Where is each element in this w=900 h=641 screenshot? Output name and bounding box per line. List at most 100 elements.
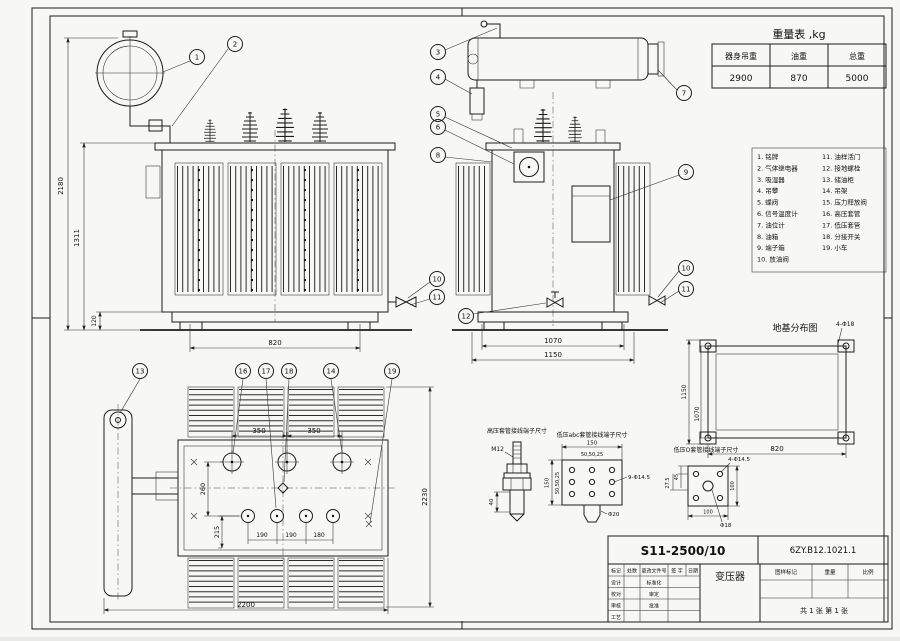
lv-abc-holes (568, 466, 616, 498)
lv-abc-holes-label: 9-Φ14.5 (628, 475, 651, 481)
front-view: 2180 1311 120 820 (57, 30, 417, 352)
front-dimensions: 2180 1311 120 820 (57, 37, 361, 352)
lv-abc-dim-150-top: 150 (587, 441, 598, 447)
dim-plan-g1: 190 (256, 532, 268, 539)
rev-header-1: 处数 (627, 568, 637, 575)
part-16: 16. 高压套管 (822, 209, 861, 218)
dim-front-base: 120 (91, 315, 98, 327)
front-thermo-pocket (145, 165, 161, 199)
part-14: 14. 吊架 (822, 187, 848, 195)
foundation-plan: 地基分布图 4-Φ18 1150 1070 820 (681, 321, 855, 458)
front-base (140, 311, 412, 331)
part-8: 8. 油箱 (757, 232, 779, 241)
balloon-11: 11 (433, 294, 442, 302)
dim-plan-width: 2200 (237, 601, 255, 609)
weight-table-title: 重量表 ,kg (772, 27, 825, 41)
plan-radiators (187, 386, 385, 609)
balloon-12: 12 (462, 313, 471, 321)
side-terminal-box (571, 185, 611, 243)
part-7: 7. 油位计 (757, 220, 785, 229)
balloon-8: 8 (436, 152, 440, 160)
plan-lv-bushings (190, 509, 373, 528)
front-radiators (174, 162, 383, 296)
title-model: S11-2500/10 (641, 544, 726, 558)
role-process: 工艺 (611, 615, 621, 621)
balloon-1: 1 (195, 54, 199, 62)
role-check: 校对 (611, 591, 621, 598)
hv-detail-title: 高压套管接线端子尺寸 (487, 427, 547, 435)
lv-o-dim-100-r: 100 (730, 481, 736, 491)
dim-plan-s2: 350 (307, 427, 320, 435)
balloon-6: 6 (436, 124, 441, 132)
balloon-2: 2 (233, 41, 237, 49)
dim-plan-260: 260 (199, 483, 207, 495)
balloon-17: 17 (262, 368, 271, 376)
part-11: 11. 油样活门 (822, 152, 860, 161)
role-standard: 标准化 (646, 580, 661, 587)
lv-abc-title: 低压abc套管接线端子尺寸 (557, 431, 628, 439)
foundation-holes-label: 4-Φ18 (836, 321, 855, 328)
plan-tank (177, 439, 389, 557)
title-product: 变压器 (715, 570, 745, 583)
balloon-14: 14 (327, 368, 336, 376)
dim-plan-s1: 350 (252, 427, 265, 435)
weight-header-oil: 油重 (791, 51, 807, 61)
lv-o-dim-45: 45 (674, 474, 680, 480)
breather (469, 87, 485, 115)
title-block: S11-2500/10 6ZY.B12.1021.1 标记 处数 更改文件号 签… (607, 535, 889, 623)
side-bushings (513, 108, 606, 144)
side-base (452, 311, 668, 331)
weight-value-total: 5000 (846, 74, 869, 84)
lv-o-holes-label: 4-Φ14.5 (728, 457, 751, 463)
dim-plan-g2: 190 (285, 532, 297, 539)
plan-dimensions: 350 350 260 215 190 190 180 2230 2200 (103, 386, 434, 614)
dim-side-outer: 1150 (544, 351, 562, 359)
role-design: 设计 (611, 580, 621, 587)
foundation-dimensions: 1150 1070 820 (681, 339, 847, 458)
plan-conservator (103, 404, 179, 602)
dim-foundation-outer: 1150 (681, 384, 688, 399)
plan-view: 350 350 260 215 190 190 180 2230 2200 (103, 386, 434, 614)
lv-abc-terminal-detail: 低压abc套管接线端子尺寸 150 50,50,25 9-Φ14.5 150 5… (545, 431, 651, 523)
part-10: 10. 放油阀 (757, 255, 789, 264)
lv-abc-dim-150-left: 150 (545, 477, 551, 488)
rev-header-0: 标记 (611, 568, 621, 575)
front-drain-valve (388, 296, 417, 308)
lv-abc-sub-left: 50,50,25 (555, 472, 561, 494)
part-12: 12. 接地螺栓 (822, 163, 861, 172)
part-18: 18. 分接开关 (822, 232, 861, 241)
part-5: 5. 蝶阀 (757, 198, 778, 207)
conservator-front (95, 30, 171, 143)
side-right-valve (648, 295, 666, 306)
rev-header-2: 更改文件号 (641, 568, 666, 575)
lv-o-dim-27-5: 27.5 (665, 477, 671, 488)
weight-table: 重量表 ,kg 器身吊重 油重 总重 2900 870 5000 (711, 27, 887, 89)
dim-side-inner: 1070 (544, 337, 562, 345)
dim-plan-215: 215 (213, 526, 221, 538)
dim-front-total: 2180 (57, 177, 65, 195)
stamp-header-1: 重量 (824, 568, 836, 576)
part-17: 17. 低压套管 (822, 220, 861, 229)
part-19: 19. 小车 (822, 243, 848, 252)
part-15: 15. 压力释放阀 (822, 198, 867, 207)
balloon-9: 9 (684, 169, 688, 177)
balloon-5: 5 (436, 111, 440, 119)
hv-dim-40: 40 (489, 498, 495, 505)
role-approve2: 批准 (649, 603, 659, 610)
title-code: 6ZY.B12.1021.1 (790, 546, 857, 556)
parts-list: 1. 铭牌 2. 气体继电器 3. 吸湿器 4. 吊攀 5. 蝶阀 6. 信号温… (751, 147, 887, 273)
weight-value-oil: 870 (790, 74, 807, 84)
lv-o-dim-100-b: 100 (703, 510, 713, 516)
balloon-callouts: 1 2 3 4 5 6 7 8 9 10 11 12 10 11 13 16 1… (119, 27, 694, 524)
rev-header-4: 日期 (688, 569, 698, 575)
part-2: 2. 气体继电器 (757, 163, 798, 172)
balloon-16: 16 (239, 368, 248, 376)
lv-abc-sub-top: 50,50,25 (581, 452, 603, 458)
lv-o-title: 低压O套管接线端子尺寸 (674, 446, 739, 454)
weight-value-body: 2900 (730, 74, 753, 84)
conservator-detail (467, 20, 665, 121)
side-dimensions: 1070 1150 (471, 324, 635, 364)
balloon-18: 18 (285, 368, 294, 376)
